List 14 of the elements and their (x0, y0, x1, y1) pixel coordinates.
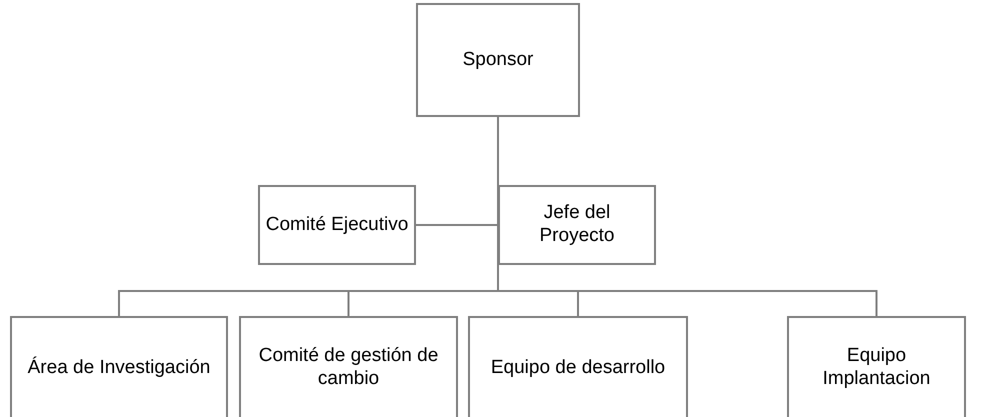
box-label: Comité de gestión de cambio (258, 345, 440, 391)
box-label: Área de Investigación (26, 356, 212, 380)
box-label: Equipo de desarrollo (490, 356, 666, 380)
box-label: Equipo Implantacion (822, 345, 932, 391)
org-box (787, 316, 966, 417)
box-label: Sponsor (462, 48, 534, 72)
box-label: Jefe del Proyecto (538, 202, 616, 248)
org-box (239, 316, 458, 417)
box-label: Comité Ejecutivo (264, 214, 410, 236)
org-box (10, 316, 228, 417)
org-box (416, 3, 580, 117)
org-box (468, 316, 688, 417)
org-box (258, 185, 416, 265)
org-box (498, 185, 656, 265)
